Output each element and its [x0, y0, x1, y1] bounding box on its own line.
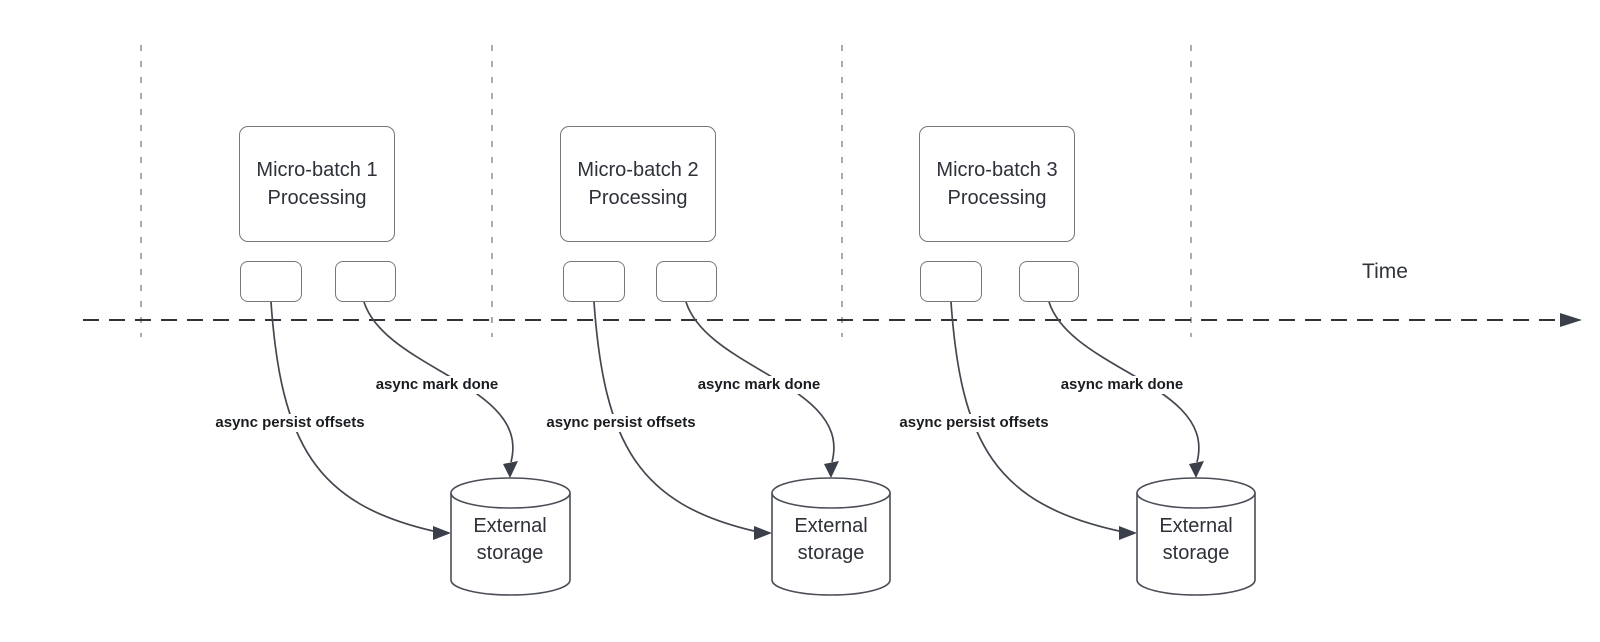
external-storage-label: External storage — [1159, 515, 1233, 564]
mark-done-task-rect — [335, 261, 396, 302]
storage-cylinder-top — [450, 477, 571, 509]
mark-done-task-rect — [656, 261, 717, 302]
mark-done-label: async mark done — [373, 376, 501, 394]
persist-offsets-label: async persist offsets — [544, 414, 698, 432]
storage-cylinder-top — [1136, 477, 1256, 509]
micro-batch-1-processing-label: Micro-batch 1 Processing — [256, 159, 378, 209]
micro-batch-1-processing-box: Micro-batch 1 Processing — [239, 126, 395, 242]
storage-cylinder-top — [771, 477, 891, 509]
time-axis-arrowhead-icon — [1560, 313, 1582, 327]
storage-cylinder — [771, 477, 891, 596]
arrowhead-icon — [503, 461, 518, 478]
micro-batch-3-processing-label: Micro-batch 3 Processing — [936, 159, 1058, 209]
micro-batch-2-processing-label: Micro-batch 2 Processing — [577, 159, 699, 209]
external-storage-label: External storage — [473, 515, 547, 564]
micro-batch-2-processing-box: Micro-batch 2 Processing — [560, 126, 716, 242]
arrowhead-icon — [433, 526, 451, 540]
persist-offsets-label: async persist offsets — [897, 414, 1051, 432]
persist-offsets-label: async persist offsets — [213, 414, 367, 432]
storage-cylinder — [1136, 477, 1256, 596]
persist-offsets-task-rect — [920, 261, 982, 302]
micro-batch-3-processing-box: Micro-batch 3 Processing — [919, 126, 1075, 242]
mark-done-label: async mark done — [695, 376, 823, 394]
mark-done-task-rect — [1019, 261, 1079, 302]
persist-offsets-arrow — [270, 301, 434, 532]
arrowhead-icon — [824, 461, 839, 478]
persist-offsets-task-rect — [563, 261, 625, 302]
persist-offsets-arrow — [950, 301, 1120, 532]
arrowhead-icon — [754, 526, 772, 540]
mark-done-label: async mark done — [1058, 376, 1186, 394]
arrowhead-icon — [1189, 461, 1204, 478]
storage-cylinder — [450, 477, 571, 596]
persist-offsets-arrow — [593, 301, 755, 532]
persist-offsets-task-rect — [240, 261, 302, 302]
arrowhead-icon — [1119, 526, 1137, 540]
time-axis-label: Time — [1362, 260, 1408, 283]
external-storage-label: External storage — [794, 515, 868, 564]
